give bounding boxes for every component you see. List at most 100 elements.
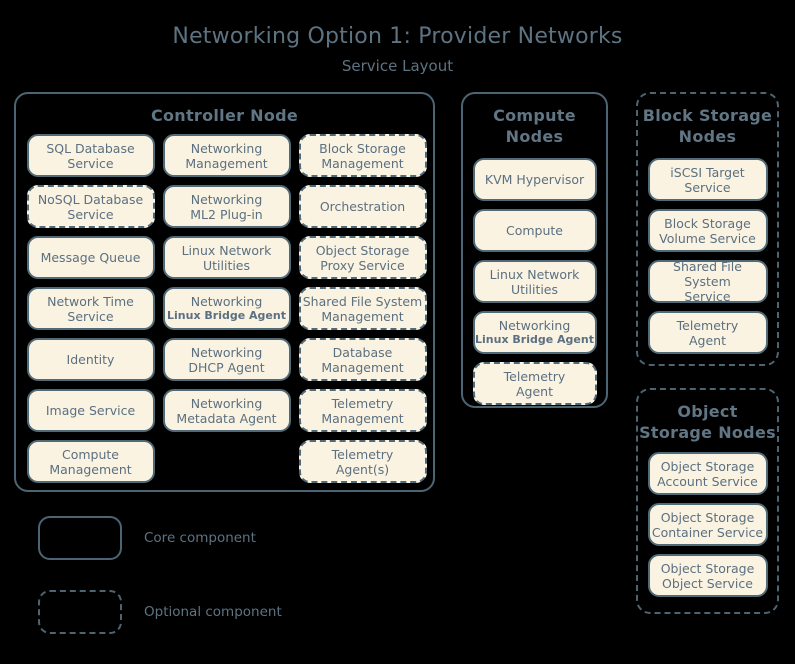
service-box-message-queue[interactable]: Message Queue <box>26 236 155 279</box>
service-label-line1: Block Storage <box>319 140 406 156</box>
service-label-line2: Agent <box>689 332 726 348</box>
legend-swatch-core <box>38 516 122 560</box>
service-label-line2: Service <box>67 308 114 324</box>
service-label-line1: Linux Network <box>489 266 580 282</box>
service-label-line1: Networking <box>190 294 263 309</box>
service-label-line1: Identity <box>66 352 115 367</box>
service-label-line2: Management <box>185 155 268 171</box>
service-label-line1: Database <box>332 344 393 360</box>
legend-label-core: Core component <box>144 530 256 546</box>
service-label-line1: Network Time <box>47 293 134 309</box>
service-label-line1: Block Storage <box>664 215 751 231</box>
legend-label-optional: Optional component <box>144 604 282 620</box>
group-title-controller-node: Controller Node <box>150 106 299 125</box>
title-block: Networking Option 1: Provider Networks S… <box>0 22 795 78</box>
service-label-line1: Telemetry <box>331 395 394 411</box>
legend-row-optional: Optional component <box>38 590 282 634</box>
service-label-line1: Shared File System <box>302 293 423 309</box>
legend-swatch-optional <box>38 590 122 634</box>
service-label-line2: Utilities <box>510 281 559 297</box>
service-label-line2: Utilities <box>202 257 251 273</box>
service-label-line1: Orchestration <box>319 199 406 214</box>
service-label-line2: Management <box>321 155 404 171</box>
service-label-line2: Metadata Agent <box>176 410 277 426</box>
service-label-line1: Telemetry <box>676 317 739 333</box>
service-label-line2: Management <box>49 461 132 477</box>
page-subtitle: Service Layout <box>341 57 454 75</box>
page-title: Networking Option 1: Provider Networks <box>172 24 623 49</box>
legend-row-core: Core component <box>38 516 282 560</box>
controller-column-2-spacer <box>163 440 291 483</box>
group-title-object-storage-nodes: Object Storage Nodes <box>639 402 776 442</box>
service-label-line2: Volume Service <box>659 230 756 246</box>
service-label-line1: Telemetry <box>331 446 394 462</box>
service-label-line1: Message Queue <box>40 250 141 265</box>
service-label-line2: Container Service <box>651 524 764 540</box>
service-box-image-service[interactable]: Image Service <box>26 389 155 432</box>
service-label-line2: Agent(s) <box>335 461 390 477</box>
service-label-line2: Management <box>321 308 404 324</box>
service-label-line2: Management <box>321 410 404 426</box>
service-label-line1: Image Service <box>45 403 136 418</box>
group-title-block-storage-nodes: Block Storage Nodes <box>642 106 773 146</box>
service-label-line2: Account Service <box>657 473 758 489</box>
service-box-compute[interactable]: Compute <box>472 209 597 252</box>
service-box-identity[interactable]: Identity <box>26 338 155 381</box>
service-box-orchestration[interactable]: Orchestration <box>298 185 427 228</box>
service-label-line2: Service <box>67 155 114 171</box>
service-box-kvm-hypervisor[interactable]: KVM Hypervisor <box>472 158 597 201</box>
service-label-line1: KVM Hypervisor <box>484 172 585 187</box>
service-label-line1: Object Storage <box>660 560 755 576</box>
service-label-line2: ML2 Plug-in <box>190 206 263 222</box>
service-label-line1: Networking <box>190 191 263 207</box>
service-label-line2: Service <box>67 206 114 222</box>
service-label-line2: Service <box>684 179 731 195</box>
service-label-line2: DHCP Agent <box>188 359 265 375</box>
service-label-line1: Object Storage <box>660 458 755 474</box>
service-label-line1: SQL Database <box>46 140 135 156</box>
service-label-line1: Shared File System <box>673 259 742 289</box>
service-label-line1: Compute <box>61 446 119 462</box>
service-label-line1: Networking <box>190 395 263 411</box>
service-label-line2: Linux Bridge Agent <box>475 333 594 346</box>
service-label-line2: Service <box>684 289 731 304</box>
service-label-line1: Linux Network <box>181 242 272 258</box>
service-label-line1: Networking <box>190 344 263 360</box>
service-label-line1: Networking <box>498 318 571 333</box>
